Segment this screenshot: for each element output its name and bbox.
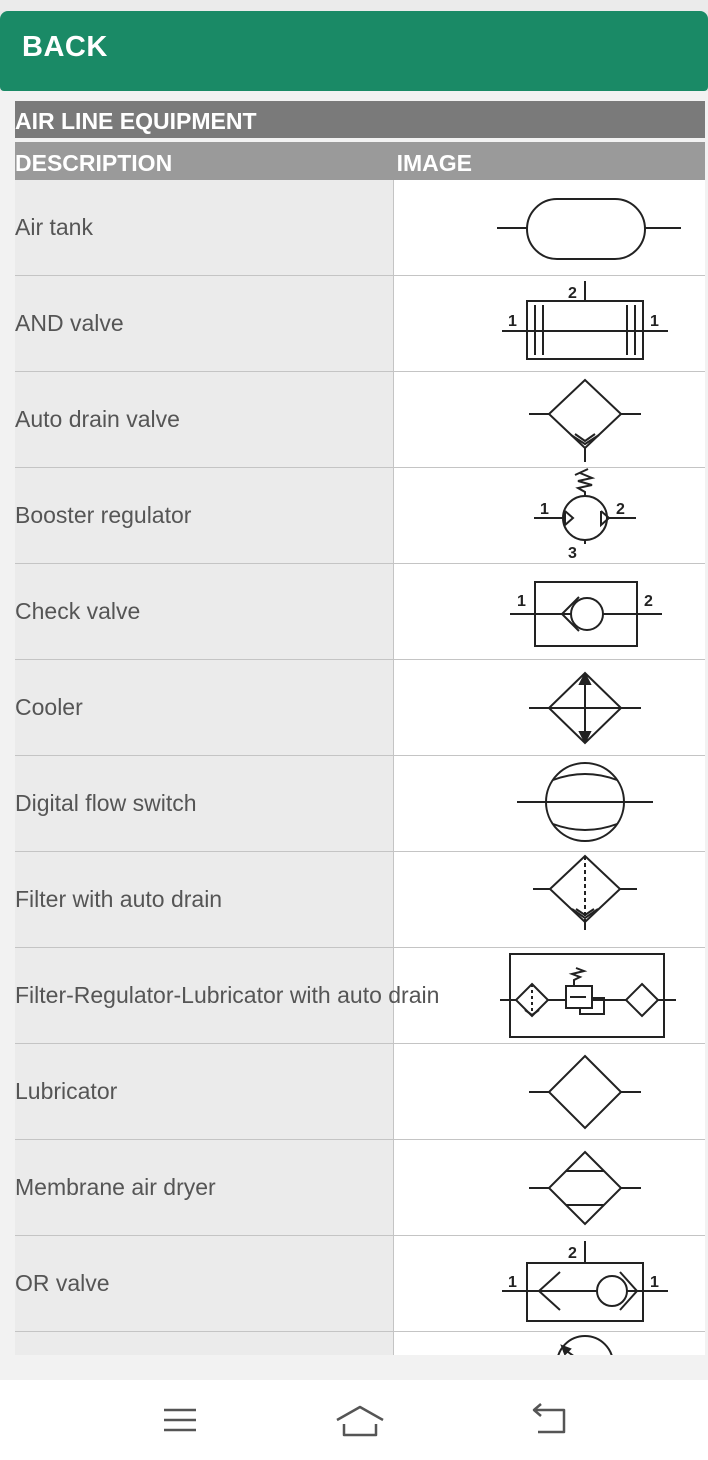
cooler-symbol <box>529 671 641 745</box>
svg-text:1: 1 <box>508 1274 517 1291</box>
row-image <box>393 180 705 275</box>
table-row[interactable]: Digital flow switch <box>15 756 705 852</box>
content-area[interactable]: AIR LINE EQUIPMENT DESCRIPTION IMAGE Air… <box>0 91 708 1380</box>
home-icon[interactable] <box>334 1402 386 1442</box>
svg-text:2: 2 <box>568 285 577 302</box>
table-row[interactable]: Cooler <box>15 660 705 756</box>
symbol-table: AIR LINE EQUIPMENT DESCRIPTION IMAGE Air… <box>15 101 705 1355</box>
table-row[interactable]: Filter with auto drain <box>15 852 705 948</box>
frl-symbol <box>500 953 676 1038</box>
membrane-air-dryer-symbol <box>529 1150 641 1226</box>
digital-flow-switch-symbol <box>517 762 653 842</box>
or-valve-symbol: 2 1 1 <box>502 1241 668 1322</box>
table-row[interactable]: Booster regulator 1 2 3 <box>15 468 705 564</box>
row-image <box>393 1332 705 1355</box>
table-row[interactable]: AND valve 2 1 1 <box>15 276 705 372</box>
row-image: 1 2 <box>393 564 705 659</box>
row-image <box>393 1044 705 1139</box>
check-valve-symbol: 1 2 <box>510 581 662 647</box>
table-row[interactable]: Check valve 1 2 <box>15 564 705 660</box>
row-image <box>393 852 705 947</box>
row-description: Digital flow switch <box>15 756 393 851</box>
filter-auto-drain-symbol <box>533 854 637 930</box>
svg-text:1: 1 <box>508 313 517 330</box>
status-strip <box>0 0 708 11</box>
table-row[interactable]: Auto drain valve <box>15 372 705 468</box>
table-row[interactable]: Membrane air dryer <box>15 1140 705 1236</box>
table-row[interactable] <box>15 1332 705 1355</box>
row-image <box>393 660 705 755</box>
row-description: Booster regulator <box>15 468 393 563</box>
auto-drain-valve-symbol <box>529 378 641 462</box>
svg-text:1: 1 <box>650 1274 659 1291</box>
row-description: Filter with auto drain <box>15 852 393 947</box>
row-image <box>393 756 705 851</box>
row-description: Filter-Regulator-Lubricator with auto dr… <box>15 948 439 1043</box>
system-nav-bar <box>0 1380 708 1460</box>
section-title: AIR LINE EQUIPMENT <box>15 101 705 138</box>
row-image <box>393 1140 705 1235</box>
row-description <box>15 1332 393 1355</box>
row-description: OR valve <box>15 1236 393 1331</box>
menu-icon[interactable] <box>160 1402 200 1438</box>
row-description: Cooler <box>15 660 393 755</box>
row-image <box>393 948 705 1043</box>
row-description: AND valve <box>15 276 393 371</box>
table-row[interactable]: Air tank <box>15 180 705 276</box>
booster-regulator-symbol: 1 2 3 <box>534 468 636 562</box>
back-button[interactable]: BACK <box>22 31 108 63</box>
lubricator-symbol <box>529 1054 641 1130</box>
table-row[interactable]: OR valve 2 1 1 <box>15 1236 705 1332</box>
row-description: Lubricator <box>15 1044 393 1139</box>
air-tank-symbol <box>497 198 681 260</box>
svg-text:2: 2 <box>616 501 625 518</box>
back-icon[interactable] <box>528 1402 572 1438</box>
svg-text:1: 1 <box>540 501 549 518</box>
app-bar: BACK <box>0 11 708 91</box>
table-header: DESCRIPTION IMAGE <box>15 142 705 180</box>
table-row[interactable]: Filter-Regulator-Lubricator with auto dr… <box>15 948 705 1044</box>
row-description: Membrane air dryer <box>15 1140 393 1235</box>
row-image: 1 2 3 <box>393 468 705 563</box>
col-header-image: IMAGE <box>396 150 473 176</box>
table-row[interactable]: Lubricator <box>15 1044 705 1140</box>
col-header-description: DESCRIPTION <box>15 150 173 176</box>
row-description: Check valve <box>15 564 393 659</box>
row-image: 2 1 1 <box>393 276 705 371</box>
row-image: 2 1 1 <box>393 1236 705 1331</box>
gauge-symbol <box>557 1335 613 1355</box>
svg-text:1: 1 <box>650 313 659 330</box>
svg-text:3: 3 <box>568 545 577 562</box>
and-valve-symbol: 2 1 1 <box>502 281 668 360</box>
row-description: Air tank <box>15 180 393 275</box>
svg-text:2: 2 <box>568 1245 577 1262</box>
row-image <box>393 372 705 467</box>
svg-text:1: 1 <box>517 593 526 610</box>
svg-text:2: 2 <box>644 593 653 610</box>
row-description: Auto drain valve <box>15 372 393 467</box>
